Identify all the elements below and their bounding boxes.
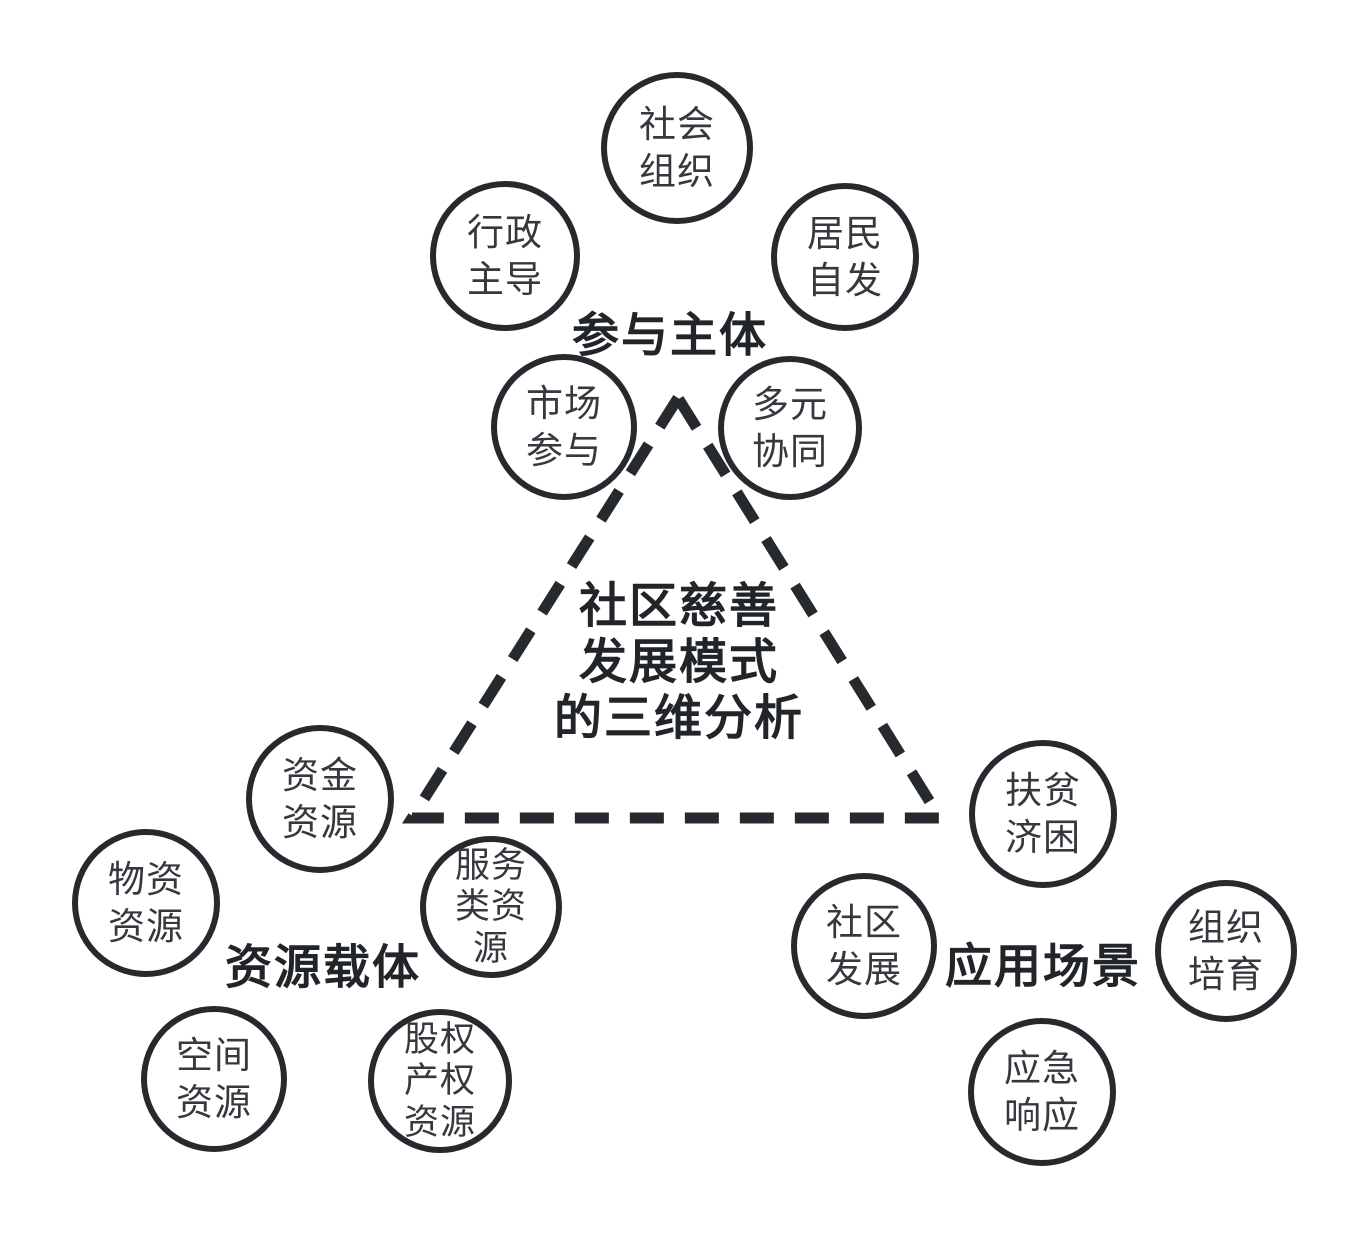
- node-material-resources-label: 物资 资源: [108, 858, 184, 947]
- node-fund-resources-label: 资金 资源: [282, 754, 358, 843]
- node-market-participation: 市场 参与: [491, 354, 637, 500]
- node-community-development: 社区 发展: [791, 873, 937, 1019]
- node-poverty-relief: 扶贫 济困: [969, 740, 1117, 888]
- node-community-development-label: 社区 发展: [826, 901, 902, 990]
- node-organization-cultivation-label: 组织 培育: [1188, 906, 1264, 995]
- node-social-organization-label: 社会 组织: [639, 103, 715, 192]
- node-material-resources: 物资 资源: [72, 829, 220, 977]
- node-resident-initiated-label: 居民 自发: [807, 212, 883, 301]
- triangle-shape: [402, 387, 950, 824]
- node-equity-property-resources-label: 股权 产权 资源: [403, 1020, 476, 1142]
- node-organization-cultivation: 组织 培育: [1155, 880, 1297, 1022]
- diagram-title: 社区慈善 发展模式 的三维分析: [553, 579, 805, 746]
- node-equity-property-resources: 股权 产权 资源: [368, 1009, 512, 1153]
- node-fund-resources: 资金 资源: [246, 725, 394, 873]
- node-space-resources: 空间 资源: [141, 1006, 287, 1152]
- node-administration-led: 行政 主导: [430, 181, 580, 331]
- node-emergency-response-label: 应急 响应: [1004, 1047, 1080, 1136]
- node-market-participation-label: 市场 参与: [526, 382, 602, 471]
- node-poverty-relief-label: 扶贫 济困: [1005, 769, 1081, 858]
- node-service-resources-label: 服务 类资 源: [454, 846, 527, 968]
- node-multi-collaboration-label: 多元 协同: [752, 383, 828, 472]
- node-social-organization: 社会 组织: [601, 72, 753, 224]
- group-label-application-scenarios: 应用场景: [945, 939, 1141, 993]
- node-multi-collaboration: 多元 协同: [718, 356, 862, 500]
- node-space-resources-label: 空间 资源: [176, 1034, 252, 1123]
- node-emergency-response: 应急 响应: [968, 1018, 1116, 1166]
- group-label-participants: 参与主体: [572, 308, 768, 362]
- node-resident-initiated: 居民 自发: [771, 183, 919, 331]
- group-label-resource-carriers: 资源载体: [225, 940, 421, 994]
- node-service-resources: 服务 类资 源: [420, 836, 562, 978]
- node-administration-led-label: 行政 主导: [467, 211, 543, 300]
